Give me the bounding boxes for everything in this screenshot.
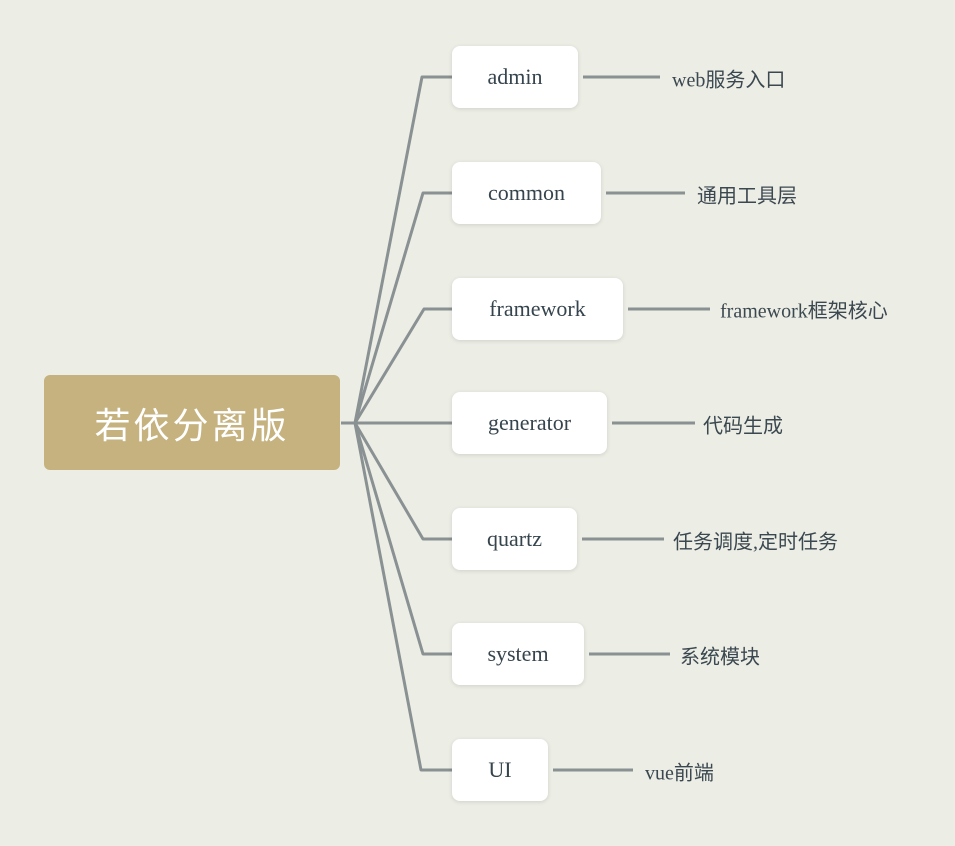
root-node[interactable]: 若依分离版 xyxy=(44,375,340,470)
node-system[interactable]: system xyxy=(452,623,584,685)
node-common-label: common xyxy=(488,180,565,205)
node-quartz-label: quartz xyxy=(487,526,542,551)
desc-quartz[interactable]: 任务调度,定时任务 xyxy=(673,531,838,554)
node-framework-label: framework xyxy=(489,296,586,321)
desc-admin[interactable]: web服务入口 xyxy=(672,69,786,92)
desc-system[interactable]: 系统模块 xyxy=(680,646,760,669)
node-generator-label: generator xyxy=(487,410,572,435)
node-system-label: system xyxy=(487,641,549,666)
node-ui[interactable]: UI xyxy=(452,739,548,801)
desc-generator[interactable]: 代码生成 xyxy=(703,415,783,438)
branch-line-ui xyxy=(341,421,452,772)
node-generator[interactable]: generator xyxy=(452,392,607,454)
desc-framework[interactable]: framework框架核心 xyxy=(720,300,888,323)
root-node-label: 若依分离版 xyxy=(94,404,290,446)
node-admin-label: admin xyxy=(487,64,543,89)
desc-common[interactable]: 通用工具层 xyxy=(697,185,797,208)
branch-line-admin xyxy=(341,75,452,425)
desc-ui[interactable]: vue前端 xyxy=(645,762,714,785)
node-admin[interactable]: admin xyxy=(452,46,578,108)
node-quartz[interactable]: quartz xyxy=(452,508,577,570)
node-common[interactable]: common xyxy=(452,162,601,224)
node-ui-label: UI xyxy=(488,757,512,782)
node-framework[interactable]: framework xyxy=(452,278,623,340)
